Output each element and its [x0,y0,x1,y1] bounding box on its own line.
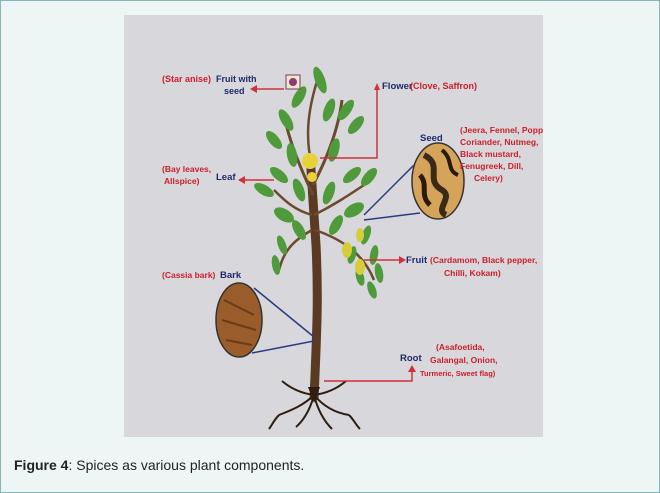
flower-examples: (Clove, Saffron) [410,81,477,91]
fruit-examples-1: (Cardamom, Black pepper, [430,255,537,265]
star-anise-seed-icon [289,78,297,86]
root-examples-1: (Asafoetida, [436,342,485,352]
branch [308,75,319,165]
seed-examples-1: (Jeera, Fennel, Poppy, [460,125,543,135]
bark-pointer-line [254,288,314,337]
fruit-with-seed-label-1: Fruit with [216,74,257,84]
fruit-icon [342,242,352,258]
seed-magnified-view [412,143,464,219]
spice-plant-diagram: (Star anise) Fruit with seed Flower (Clo… [124,15,543,437]
plant-illustration: (Star anise) Fruit with seed Flower (Clo… [124,15,543,437]
leaf-examples-1: (Bay leaves, [162,164,211,174]
leaf-examples-2: Allspice) [164,176,200,186]
bark-pointer-line [252,341,314,353]
seed-examples-2: Coriander, Nutmeg, [460,137,538,147]
seed-examples-4: Fenugreek, Dill, [460,161,523,171]
fruit-examples-2: Chilli, Kokam) [444,268,501,278]
fruit-icon [356,228,364,242]
fruit-label: Fruit [406,255,428,266]
figure-caption: Figure 4: Spices as various plant compon… [14,457,304,473]
seed-label: Seed [420,133,443,144]
flower-icon [307,172,317,182]
fruit-with-seed-label-2: seed [224,86,245,96]
star-anise-examples: (Star anise) [162,74,211,84]
bark-examples: (Cassia bark) [162,270,216,280]
figure-caption-text: : Spices as various plant components. [68,457,304,473]
fruit-icon [355,259,365,275]
root-label: Root [400,353,422,364]
root-examples-2: Galangal, Onion, [430,355,498,365]
flower-icon [302,153,318,169]
root-examples-3: Turmeric, Sweet flag) [420,369,496,378]
bark-magnified-view [216,283,262,357]
arrow-heads [238,83,416,372]
seed-examples-3: Black mustard, [460,149,521,159]
seed-examples-5: Celery) [474,173,503,183]
bark-label: Bark [220,270,242,281]
leaf-label: Leaf [216,172,236,183]
seed-pointer-line [364,213,420,220]
figure-label: Figure 4 [14,457,68,473]
flower-label: Flower [382,81,413,92]
